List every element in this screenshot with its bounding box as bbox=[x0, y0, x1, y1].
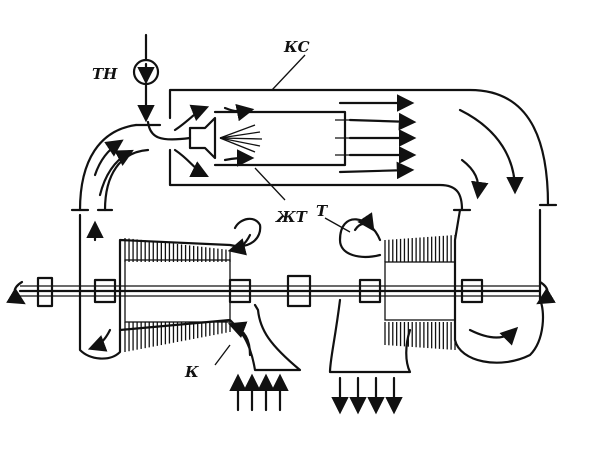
label-turbine: Т bbox=[316, 202, 329, 220]
fuel-pump: ТН bbox=[92, 33, 160, 123]
flame-tube: ЖТ bbox=[134, 94, 524, 226]
shaft bbox=[6, 274, 556, 308]
label-compressor: К bbox=[184, 363, 199, 381]
label-combustion-chamber: КС bbox=[283, 38, 310, 56]
label-fuel-pump: ТН bbox=[92, 65, 118, 83]
combustion-chamber: КС bbox=[168, 38, 558, 212]
compressor: К bbox=[78, 213, 302, 412]
label-flame-tube: ЖТ bbox=[275, 208, 309, 226]
turbine: Т bbox=[316, 202, 545, 415]
air-duct bbox=[70, 123, 150, 242]
